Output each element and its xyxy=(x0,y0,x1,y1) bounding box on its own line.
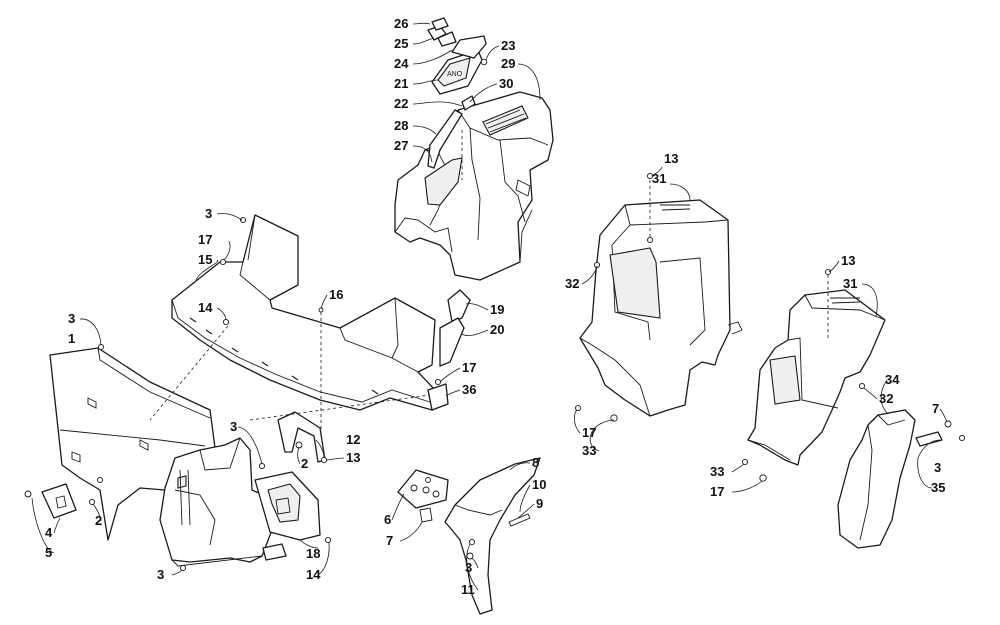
callout-leaders xyxy=(31,22,948,591)
callout-21: 21 xyxy=(394,76,409,91)
callout-30: 30 xyxy=(499,76,514,91)
rear-panel-31-right xyxy=(747,289,886,466)
part-12-bracket xyxy=(277,411,326,463)
assembly-lines xyxy=(149,130,829,430)
callout-17-bracket: 17 xyxy=(462,360,477,375)
callout-16: 16 xyxy=(329,287,344,302)
callout-13-right: 13 xyxy=(841,253,856,268)
callout-33-right: 33 xyxy=(710,464,725,479)
rear-panel-31-left xyxy=(579,199,743,417)
filler-cap-assembly: ANO xyxy=(427,17,488,111)
callout-28: 28 xyxy=(394,118,409,133)
callout-33-center: 33 xyxy=(582,443,597,458)
callout-22: 22 xyxy=(394,96,409,111)
side-fender-assembly xyxy=(159,437,321,567)
left-mud-flap-8 xyxy=(444,457,541,615)
part-36-bracket xyxy=(427,383,449,411)
callout-2-bracket: 2 xyxy=(301,456,309,471)
callout-17-right: 17 xyxy=(710,484,725,499)
parts-19-20 xyxy=(439,289,471,367)
callout-32-center: 32 xyxy=(565,276,580,291)
svg-text:ANO: ANO xyxy=(447,71,463,78)
callout-26: 26 xyxy=(394,16,409,31)
callout-34: 34 xyxy=(885,372,900,387)
callout-23: 23 xyxy=(501,38,516,53)
callout-3-flap: 3 xyxy=(465,560,473,575)
callout-14-lower: 14 xyxy=(306,567,321,582)
callout-1: 1 xyxy=(68,331,76,346)
hardware xyxy=(24,172,966,572)
callout-3-panel: 3 xyxy=(68,311,76,326)
callout-11: 11 xyxy=(461,582,475,597)
callout-4: 4 xyxy=(45,525,53,540)
callout-17-floor: 17 xyxy=(198,232,213,247)
callout-19: 19 xyxy=(490,302,505,317)
callout-10: 10 xyxy=(532,477,547,492)
callout-5: 5 xyxy=(45,545,53,560)
callout-3-floor: 3 xyxy=(205,206,213,221)
callout-9: 9 xyxy=(536,496,544,511)
callout-25: 25 xyxy=(394,36,409,51)
callout-2-panel: 2 xyxy=(95,513,103,528)
callout-31-right: 31 xyxy=(843,276,858,291)
callout-3-right: 3 xyxy=(934,460,942,475)
callout-20: 20 xyxy=(490,322,505,337)
callout-13-center: 13 xyxy=(664,151,679,166)
part-6-bracket xyxy=(397,469,449,523)
callout-6: 6 xyxy=(384,512,392,527)
callout-17-center: 17 xyxy=(582,425,597,440)
callout-27: 27 xyxy=(394,138,409,153)
callout-3-lower: 3 xyxy=(157,567,165,582)
console-cover xyxy=(394,91,554,281)
callout-15: 15 xyxy=(198,252,213,267)
callout-29: 29 xyxy=(501,56,516,71)
callout-24: 24 xyxy=(394,56,409,71)
callout-7-right: 7 xyxy=(932,401,940,416)
callout-31-center: 31 xyxy=(652,171,667,186)
callout-32-right: 32 xyxy=(879,391,894,406)
callout-7-left: 7 xyxy=(386,533,394,548)
callout-36: 36 xyxy=(462,382,477,397)
callout-12: 12 xyxy=(346,432,361,447)
callout-35: 35 xyxy=(931,480,946,495)
callout-18: 18 xyxy=(306,546,321,561)
callout-8: 8 xyxy=(532,455,540,470)
right-mud-flap-34 xyxy=(837,409,943,549)
part-28-strap xyxy=(427,109,463,169)
part-4-plate xyxy=(41,483,77,519)
left-floor-panel xyxy=(171,214,436,411)
callout-13-bracket: 13 xyxy=(346,450,361,465)
callout-3-fender: 3 xyxy=(230,419,238,434)
callout-14-floor: 14 xyxy=(198,300,213,315)
